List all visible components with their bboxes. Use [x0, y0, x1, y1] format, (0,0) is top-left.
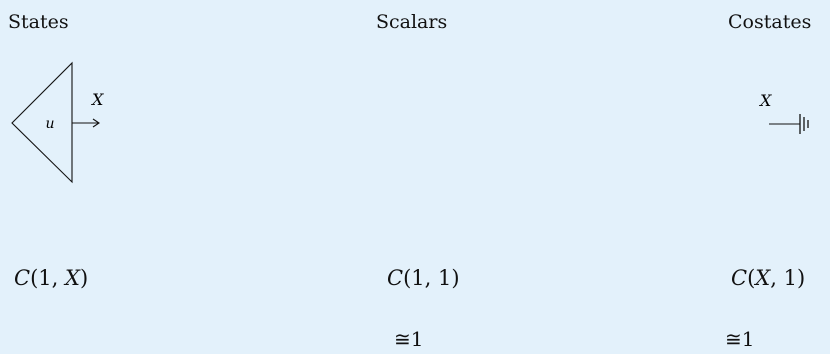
- homset-costates: C(X, 1): [731, 264, 805, 292]
- heading-scalars: Scalars: [376, 11, 448, 33]
- homset-states-category: C: [14, 266, 31, 290]
- state-wire-arrowhead: [92, 118, 100, 128]
- homset-states: C(1, X): [14, 264, 88, 292]
- homset-states-close: ): [79, 266, 89, 290]
- homset-costates-open: (: [747, 266, 756, 290]
- homset-states-var: X: [64, 266, 80, 290]
- heading-costates: Costates: [728, 11, 812, 33]
- iso-costates: ≅1: [725, 327, 755, 351]
- costate-wire-label: X: [758, 91, 772, 110]
- state-diagram: u X: [11, 61, 104, 184]
- homset-scalars: C(1, 1): [387, 264, 460, 292]
- state-triangle: [11, 61, 73, 184]
- homset-scalars-args: (1, 1): [403, 266, 460, 290]
- homset-costates-category: C: [731, 266, 748, 290]
- homset-costates-args: , 1): [770, 266, 806, 290]
- heading-states: States: [8, 11, 69, 33]
- state-wire-label: X: [90, 90, 104, 109]
- costate-diagram: X: [758, 91, 809, 134]
- iso-scalars: ≅1: [394, 327, 424, 351]
- homset-states-args: (1,: [30, 266, 65, 290]
- homset-scalars-category: C: [387, 266, 404, 290]
- state-box-label: u: [45, 116, 54, 132]
- homset-costates-var: X: [755, 266, 771, 290]
